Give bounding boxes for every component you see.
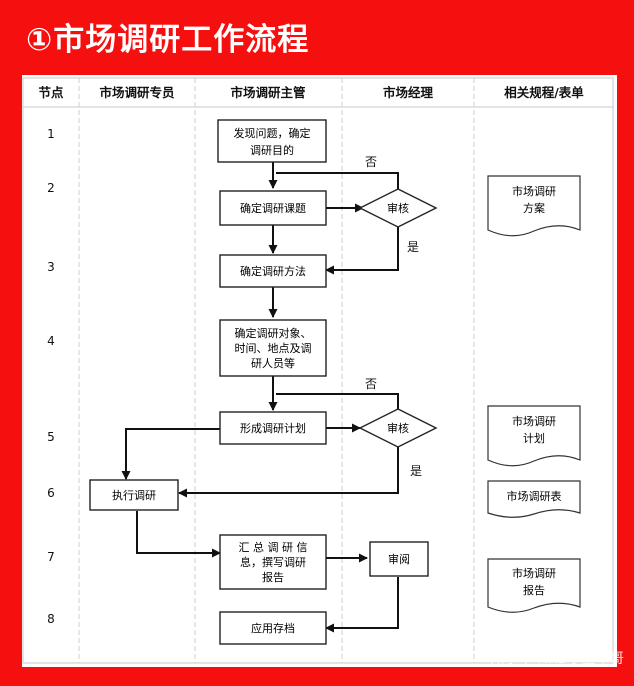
svg-text:执行调研: 执行调研: [112, 488, 156, 502]
node-number-2: 2: [47, 181, 55, 195]
doc-research-proposal[interactable]: 市场调研 方案: [487, 175, 581, 237]
svg-text:方案: 方案: [523, 201, 545, 215]
svg-text:应用存档: 应用存档: [251, 621, 295, 635]
svg-text:汇 总 调 研 信: 汇 总 调 研 信: [239, 540, 308, 554]
node-number-5: 5: [47, 430, 55, 444]
svg-text:审核: 审核: [387, 421, 409, 435]
svg-text:形成调研计划: 形成调研计划: [240, 422, 306, 435]
branch-no-1: 否: [365, 155, 377, 169]
flowchart-panel: 节点 市场调研专员 市场调研主管 市场经理 相关规程/表单 1 2 3 4 5 …: [22, 75, 617, 667]
svg-text:研人员等: 研人员等: [251, 356, 295, 370]
header-documents: 相关规程/表单: [504, 85, 584, 100]
step-compile-report[interactable]: 汇 总 调 研 信 息，撰写调研 报告: [219, 534, 327, 590]
watermark: 知乎 @HRD学堂牛哥: [490, 651, 625, 667]
svg-text:确定调研课题: 确定调研课题: [240, 201, 306, 215]
step-define-topic[interactable]: 确定调研课题: [219, 190, 327, 226]
svg-text:时间、地点及调: 时间、地点及调: [235, 342, 312, 355]
svg-text:报告: 报告: [262, 570, 284, 584]
step-archive[interactable]: 应用存档: [219, 611, 327, 645]
svg-text:调研目的: 调研目的: [250, 143, 294, 157]
header-node: 节点: [38, 85, 64, 100]
svg-text:息，撰写调研: 息，撰写调研: [240, 555, 306, 569]
node-number-3: 3: [47, 260, 55, 274]
node-number-4: 4: [47, 334, 55, 348]
svg-text:市场调研表: 市场调研表: [507, 489, 562, 503]
node-number-1: 1: [47, 127, 55, 141]
table-frame: [22, 77, 614, 664]
branch-yes-2: 是: [410, 464, 422, 478]
svg-text:市场调研: 市场调研: [512, 566, 556, 580]
node-number-6: 6: [47, 486, 55, 500]
doc-research-report[interactable]: 市场调研 报告: [487, 558, 581, 613]
step-form-plan[interactable]: 形成调研计划: [219, 411, 327, 445]
svg-text:审阅: 审阅: [388, 552, 410, 566]
svg-text:报告: 报告: [523, 583, 545, 597]
step-define-method[interactable]: 确定调研方法: [219, 254, 327, 288]
branch-no-2: 否: [365, 377, 377, 391]
svg-text:市场调研: 市场调研: [512, 184, 556, 198]
node-number-8: 8: [47, 612, 55, 626]
branch-yes-1: 是: [407, 240, 419, 254]
svg-text:市场调研: 市场调研: [512, 414, 556, 428]
connectors: [121, 162, 399, 633]
step-identify-problem[interactable]: 发现问题，确定 调研目的: [217, 119, 327, 163]
header-manager: 市场经理: [383, 85, 434, 100]
step-execute-research[interactable]: 执行调研: [89, 479, 179, 511]
flowchart: 节点 市场调研专员 市场调研主管 市场经理 相关规程/表单 1 2 3 4 5 …: [22, 77, 614, 664]
svg-text:发现问题，确定: 发现问题，确定: [234, 126, 311, 140]
decision-review-1[interactable]: 审核: [358, 188, 438, 228]
doc-research-form[interactable]: 市场调研表: [487, 480, 581, 518]
step-define-scope[interactable]: 确定调研对象、 时间、地点及调 研人员等: [219, 319, 327, 377]
svg-text:审核: 审核: [387, 201, 409, 215]
decision-review-2[interactable]: 审核: [358, 408, 438, 448]
doc-research-plan[interactable]: 市场调研 计划: [487, 405, 581, 467]
svg-text:确定调研对象、: 确定调研对象、: [235, 326, 312, 340]
svg-text:计划: 计划: [523, 432, 545, 445]
page-title: ①市场调研工作流程: [26, 22, 310, 58]
step-review-report[interactable]: 审阅: [369, 541, 429, 577]
node-number-7: 7: [47, 550, 55, 564]
svg-text:确定调研方法: 确定调研方法: [240, 264, 306, 278]
header-supervisor: 市场调研主管: [230, 85, 305, 100]
header-specialist: 市场调研专员: [99, 85, 175, 100]
